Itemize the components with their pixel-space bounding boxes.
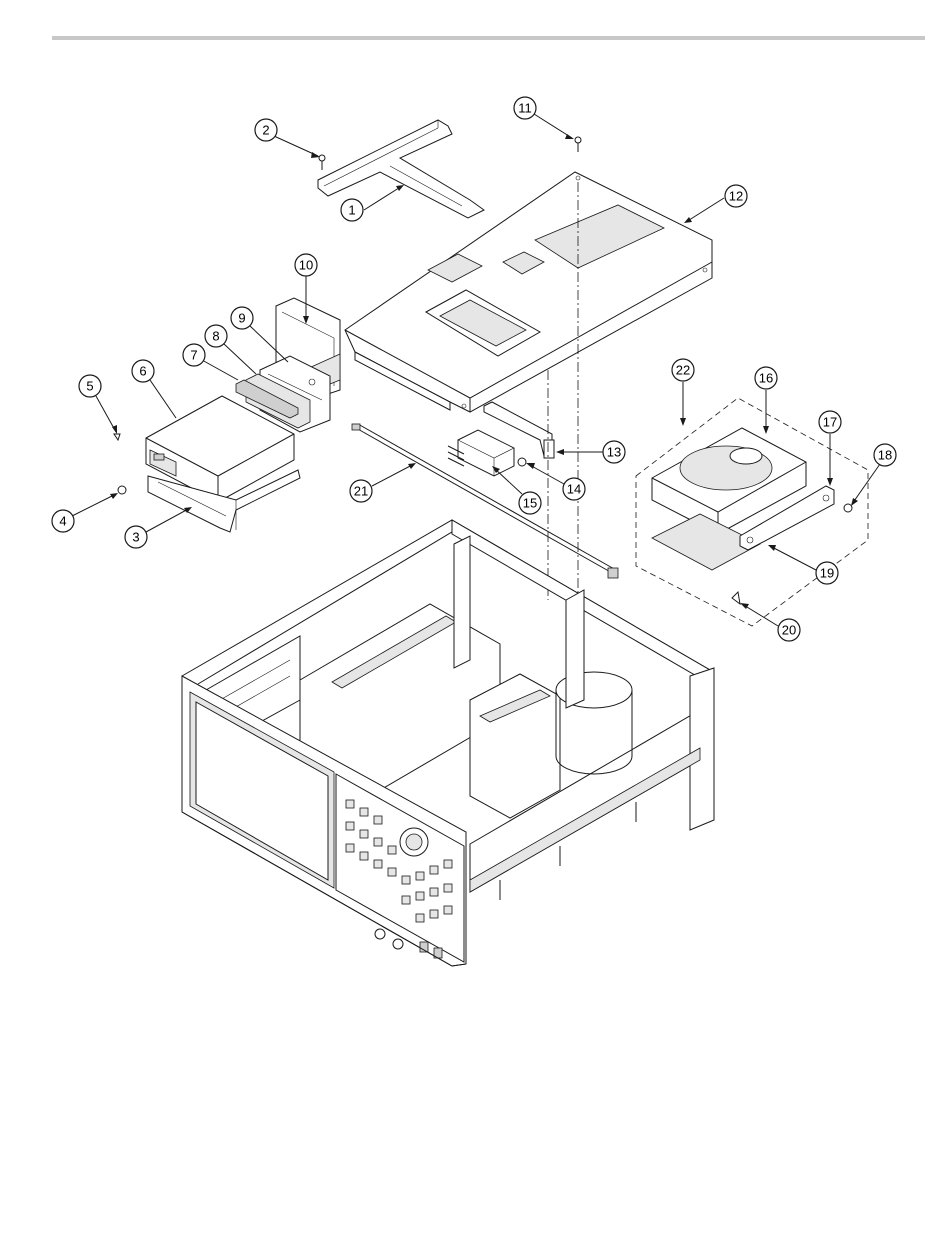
callout-label: 11 [518,101,532,116]
callout-label: 12 [729,189,743,204]
callout-16: 16 [755,367,777,434]
callout-label: 4 [59,514,66,529]
callout-2: 2 [255,119,320,158]
part-12-cover-plate [345,172,712,412]
callout-3: 3 [125,507,192,548]
callout-label: 15 [523,496,537,511]
callout-label: 3 [132,530,139,545]
callout-label: 13 [607,445,621,460]
callout-label: 6 [139,364,146,379]
callout-18: 18 [851,444,896,506]
callout-13: 13 [556,441,625,463]
callout-label: 5 [86,379,93,394]
header-rule [52,36,925,40]
screw-5 [114,434,120,440]
callout-4: 4 [52,493,118,532]
callout-label: 14 [567,482,581,497]
callout-11: 11 [514,97,574,139]
callout-label: 17 [823,415,837,430]
callout-15: 15 [492,466,541,514]
callout-label: 22 [676,363,690,378]
callout-label: 19 [820,566,834,581]
callout-label: 7 [190,348,197,363]
callout-label: 8 [212,329,219,344]
callout-20: 20 [740,603,800,641]
callout-22: 22 [672,359,694,426]
callout-21: 21 [350,463,416,502]
callout-label: 21 [354,484,368,499]
callout-17: 17 [819,411,841,486]
callout-5: 5 [79,375,117,434]
part-15-connector [448,430,514,476]
callout-label: 9 [238,311,245,326]
screw-14 [518,458,526,466]
callout-label: 1 [348,203,355,218]
callout-label: 2 [262,123,269,138]
callout-19: 19 [768,545,838,584]
callout-label: 20 [782,623,796,638]
callout-label: 18 [878,448,892,463]
callout-6: 6 [132,360,176,418]
callout-label: 10 [299,258,313,273]
instrument-chassis [182,520,714,966]
screw-2 [319,155,325,170]
callout-label: 16 [759,371,773,386]
callout-8: 8 [205,325,256,374]
screw-11 [575,137,581,152]
callout-12: 12 [684,185,747,223]
screw-4 [118,486,126,494]
callout-1: 1 [341,185,404,221]
